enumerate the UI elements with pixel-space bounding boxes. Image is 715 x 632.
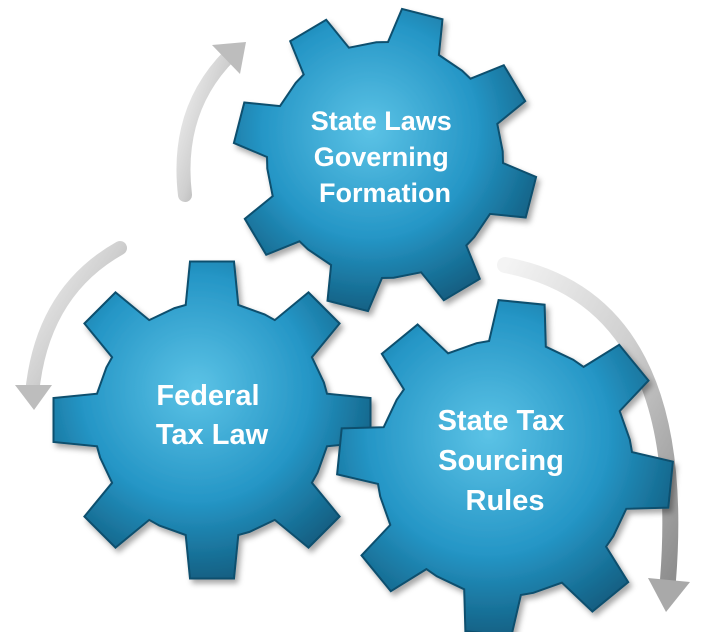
top-left-arrow [176, 42, 246, 202]
gear-federal-line-1: Federal [156, 380, 259, 412]
gear-state-tax-label: State Tax Sourcing Rules [438, 405, 573, 517]
gear-state-laws-line-1: State Laws [311, 106, 452, 136]
gear-body [232, 7, 538, 313]
gear-body [336, 299, 674, 632]
left-arrow [15, 241, 127, 410]
arrows [15, 42, 690, 612]
gear-federal-line-2: Tax Law [156, 419, 269, 451]
gear-state-laws: State Laws Governing Formation [232, 7, 538, 313]
gear-state-laws-line-2: Governing [314, 142, 449, 172]
right-arrow [497, 257, 690, 612]
gear-state-tax: State Tax Sourcing Rules [336, 299, 674, 632]
gear-federal: Federal Tax Law [52, 260, 372, 580]
gear-state-tax-line-2: Sourcing [438, 445, 564, 477]
gear-state-laws-label: State Laws Governing Formation [311, 106, 460, 208]
gear-body [52, 260, 372, 580]
gear-state-tax-line-1: State Tax [438, 405, 565, 437]
gear-state-tax-line-3: Rules [466, 485, 545, 517]
gear-federal-label: Federal Tax Law [156, 380, 269, 451]
gear-state-laws-line-3: Formation [319, 178, 451, 208]
